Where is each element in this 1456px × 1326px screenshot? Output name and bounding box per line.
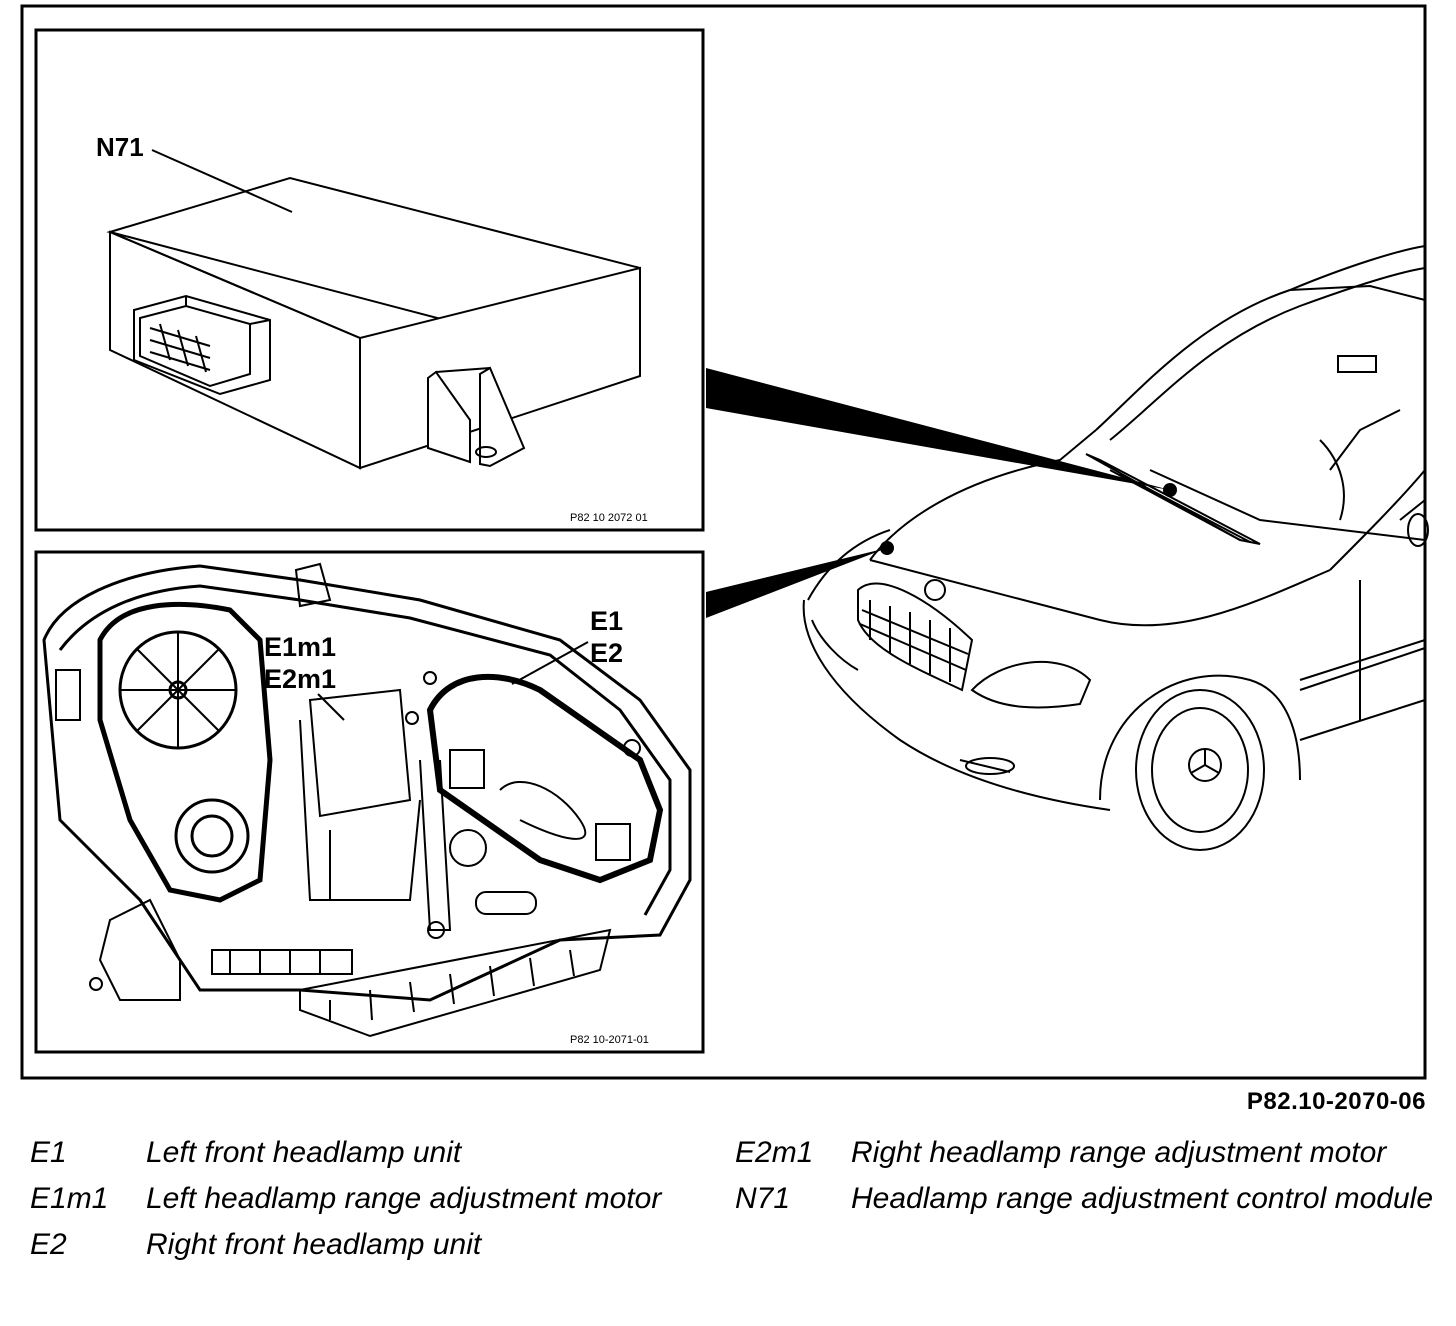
- panel-control-module: N71 P82 10 2072 01: [34, 28, 705, 532]
- figure-reference: P82.10-2070-06: [1246, 1088, 1426, 1115]
- callout-wedge-module: [706, 368, 1170, 490]
- legend-desc: Right front headlamp unit: [146, 1228, 482, 1261]
- label-e1m1: E1m1: [264, 632, 336, 662]
- legend-code: N71: [735, 1182, 791, 1215]
- label-e1: E1: [590, 606, 623, 636]
- panel-ref-bottom: P82 10-2071-01: [570, 1034, 649, 1046]
- legend-code: E1: [30, 1136, 67, 1169]
- panel-ref-top: P82 10 2072 01: [570, 512, 648, 524]
- leader-e1m1: [317, 693, 345, 721]
- car-illustration: [802, 245, 1429, 851]
- legend-item: N71 Headlamp range adjustment control mo…: [735, 1176, 1435, 1222]
- leader-e1: [511, 641, 589, 685]
- legend-item: E1m1 Left headlamp range adjustment moto…: [30, 1176, 690, 1222]
- legend-item: E2m1 Right headlamp range adjustment mot…: [735, 1130, 1435, 1176]
- legend-desc: Left front headlamp unit: [146, 1136, 462, 1169]
- legend-code: E2m1: [735, 1136, 814, 1169]
- headlamp-illustration: [42, 562, 692, 1038]
- label-n71: N71: [96, 132, 144, 162]
- callout-dot-headlamp: [880, 541, 894, 555]
- legend-code: E1m1: [30, 1182, 109, 1215]
- legend-right: E2m1 Right headlamp range adjustment mot…: [735, 1130, 1435, 1222]
- legend-desc: Right headlamp range adjustment motor: [851, 1136, 1387, 1169]
- legend-item: E1 Left front headlamp unit: [30, 1130, 690, 1176]
- label-e2m1: E2m1: [264, 664, 336, 694]
- legend-left: E1 Left front headlamp unit E1m1 Left he…: [30, 1130, 690, 1268]
- legend-desc: Left headlamp range adjustment motor: [146, 1182, 662, 1215]
- legend-desc: Headlamp range adjustment control module: [851, 1182, 1433, 1215]
- legend-code: E2: [30, 1228, 67, 1261]
- leader-n71: [151, 149, 293, 213]
- legend-item: E2 Right front headlamp unit: [30, 1222, 690, 1268]
- panel-headlamp: E1m1 E2m1 E1 E2 P82 10-2071-01: [34, 550, 705, 1054]
- control-module-illustration: [106, 176, 641, 470]
- figure: N71 P82 10 2072 01: [20, 4, 1429, 1080]
- callout-wedge-headlamp: [706, 548, 887, 618]
- callout-dot-module: [1163, 483, 1177, 497]
- label-e2: E2: [590, 638, 623, 668]
